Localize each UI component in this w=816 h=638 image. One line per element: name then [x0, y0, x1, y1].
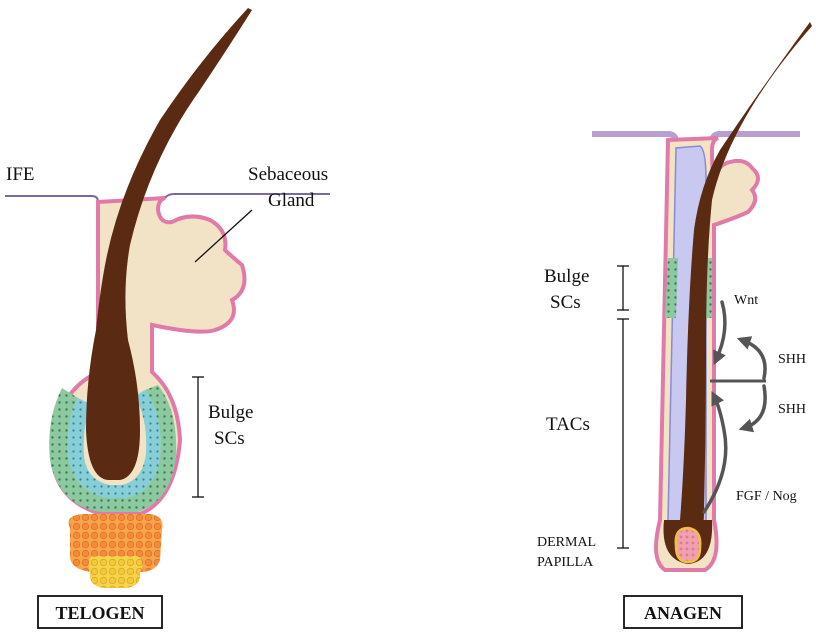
sebaceous-label-line2: Gland: [268, 190, 315, 211]
telogen-bulge-label-line1: Bulge: [208, 402, 253, 423]
fgf-arrow: [702, 390, 728, 514]
dermal-papilla-label-line1: DERMAL: [537, 535, 596, 550]
tacs-label: TACs: [546, 414, 590, 435]
telogen-title: TELOGEN: [55, 603, 144, 623]
telogen-bulge-label-line2: SCs: [214, 428, 245, 449]
sebaceous-label-line1: Sebaceous: [248, 164, 328, 185]
telogen-title-box: TELOGEN: [37, 595, 163, 629]
shh-label-upper: SHH: [778, 352, 806, 367]
telogen-follicle: [5, 8, 330, 588]
telogen-hair-shaft: [86, 8, 252, 480]
telogen-bulge-teal-layer: [67, 390, 161, 498]
telogen-epidermis-right: [164, 193, 330, 199]
anagen-bulge-bracket: [617, 265, 629, 311]
ife-label: IFE: [6, 164, 35, 185]
wnt-label: Wnt: [734, 293, 758, 308]
telogen-epidermis-left: [5, 195, 99, 203]
signaling-arrows: [702, 300, 767, 514]
anagen-dermal-papilla: [674, 526, 702, 564]
shh-arrow-upper: [736, 336, 767, 380]
wnt-arrow: [713, 300, 727, 366]
anagen-bulge-left: [665, 258, 678, 318]
anagen-follicle: [592, 22, 812, 572]
anagen-bulge-label-line1: Bulge: [544, 266, 589, 287]
anagen-epidermis-right: [709, 131, 800, 143]
shh-label-lower: SHH: [778, 402, 806, 417]
dermal-papilla-label-line2: PAPILLA: [537, 555, 594, 570]
anagen-bulge-label-line2: SCs: [550, 292, 581, 313]
telogen-dermal-papilla: [88, 556, 143, 588]
anagen-hair-shaft: [679, 22, 812, 545]
fgf-nog-label: FGF / Nog: [736, 489, 797, 504]
anagen-title-box: ANAGEN: [623, 595, 743, 629]
sebaceous-leader-line: [194, 209, 253, 263]
telogen-bulge-bracket: [192, 376, 204, 498]
tacs-bracket: [617, 318, 629, 549]
anagen-epidermis-left: [592, 131, 679, 143]
shh-arrow-lower: [738, 384, 767, 433]
anagen-title: ANAGEN: [644, 603, 722, 623]
telogen-bulge-green-layer: [49, 385, 177, 512]
